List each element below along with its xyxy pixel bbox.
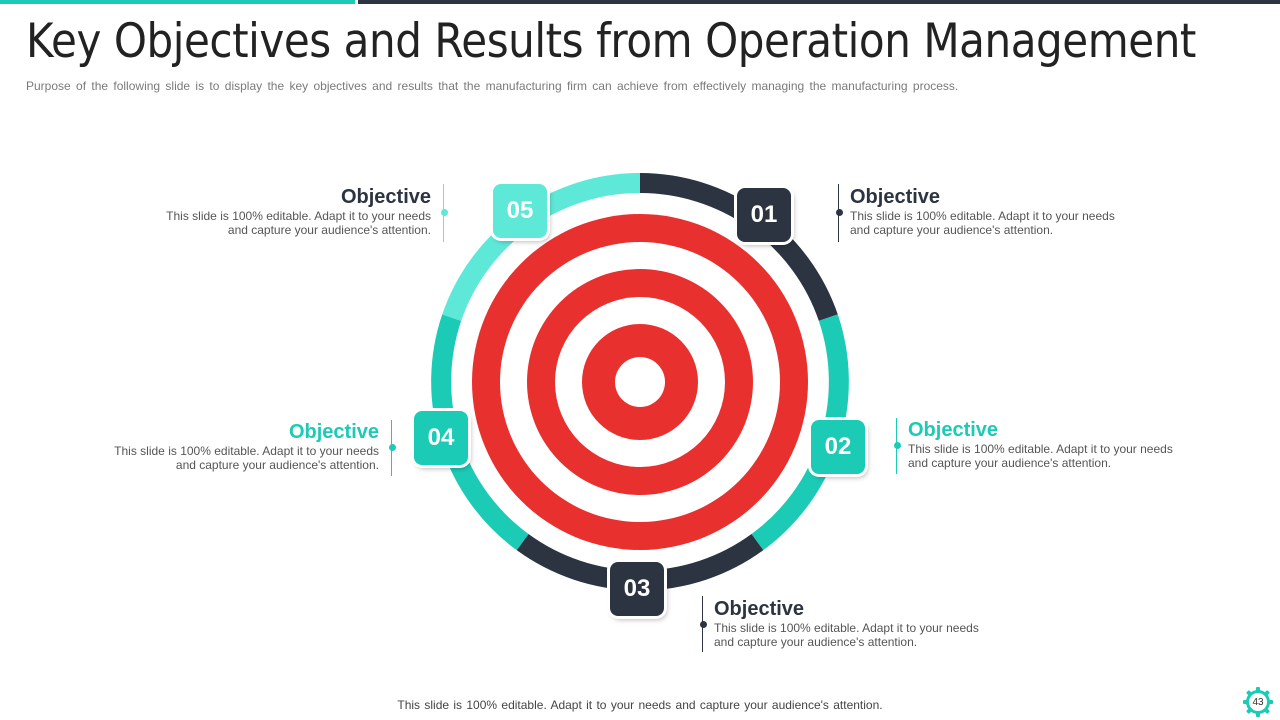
- badge-05: 05: [493, 184, 547, 238]
- badge-03: 03: [610, 562, 664, 616]
- page-title: Key Objectives and Results from Operatio…: [26, 14, 1196, 69]
- objective-02-title: Objective: [908, 419, 999, 441]
- objective-04-title: Objective: [288, 421, 379, 443]
- objective-01-text-line2: and capture your audience's attention.: [850, 223, 1054, 237]
- footer-text: This slide is 100% editable. Adapt it to…: [397, 698, 883, 712]
- connector-dot-05: [441, 209, 448, 216]
- objective-02-text-line2: and capture your audience's attention.: [908, 456, 1112, 470]
- objective-03-title: Objective: [714, 598, 805, 620]
- objective-04-text-line1: This slide is 100% editable. Adapt it to…: [114, 444, 379, 458]
- badge-02: 02: [811, 420, 865, 474]
- connector-dot-04: [389, 444, 396, 451]
- page-subtitle: Purpose of the following slide is to dis…: [26, 79, 959, 93]
- objective-03-text-line2: and capture your audience's attention.: [714, 635, 918, 649]
- page-number: 43: [1252, 696, 1264, 708]
- objective-04: Objective This slide is 100% editable. A…: [79, 421, 379, 472]
- objective-01-title: Objective: [850, 186, 941, 208]
- objective-05: Objective This slide is 100% editable. A…: [131, 186, 431, 237]
- objective-02: Objective This slide is 100% editable. A…: [908, 419, 1208, 470]
- connector-dot-03: [700, 621, 707, 628]
- objective-03: Objective This slide is 100% editable. A…: [714, 598, 1014, 649]
- objective-03-text-line1: This slide is 100% editable. Adapt it to…: [714, 621, 979, 635]
- badge-04: 04: [414, 411, 468, 465]
- objective-01: Objective This slide is 100% editable. A…: [850, 186, 1150, 237]
- objective-05-title: Objective: [340, 186, 431, 208]
- objective-05-text-line2: and capture your audience's attention.: [227, 223, 431, 237]
- badge-01: 01: [737, 188, 791, 242]
- objective-04-text-line2: and capture your audience's attention.: [175, 458, 379, 472]
- top-accent-bar-teal: [0, 0, 355, 4]
- top-accent-bar-dark: [358, 0, 1280, 4]
- objective-01-text-line1: This slide is 100% editable. Adapt it to…: [850, 209, 1115, 223]
- objective-05-text-line1: This slide is 100% editable. Adapt it to…: [166, 209, 431, 223]
- objective-02-text-line1: This slide is 100% editable. Adapt it to…: [908, 442, 1173, 456]
- gear-icon: [1243, 687, 1273, 717]
- connector-dot-02: [894, 442, 901, 449]
- connector-dot-01: [836, 209, 843, 216]
